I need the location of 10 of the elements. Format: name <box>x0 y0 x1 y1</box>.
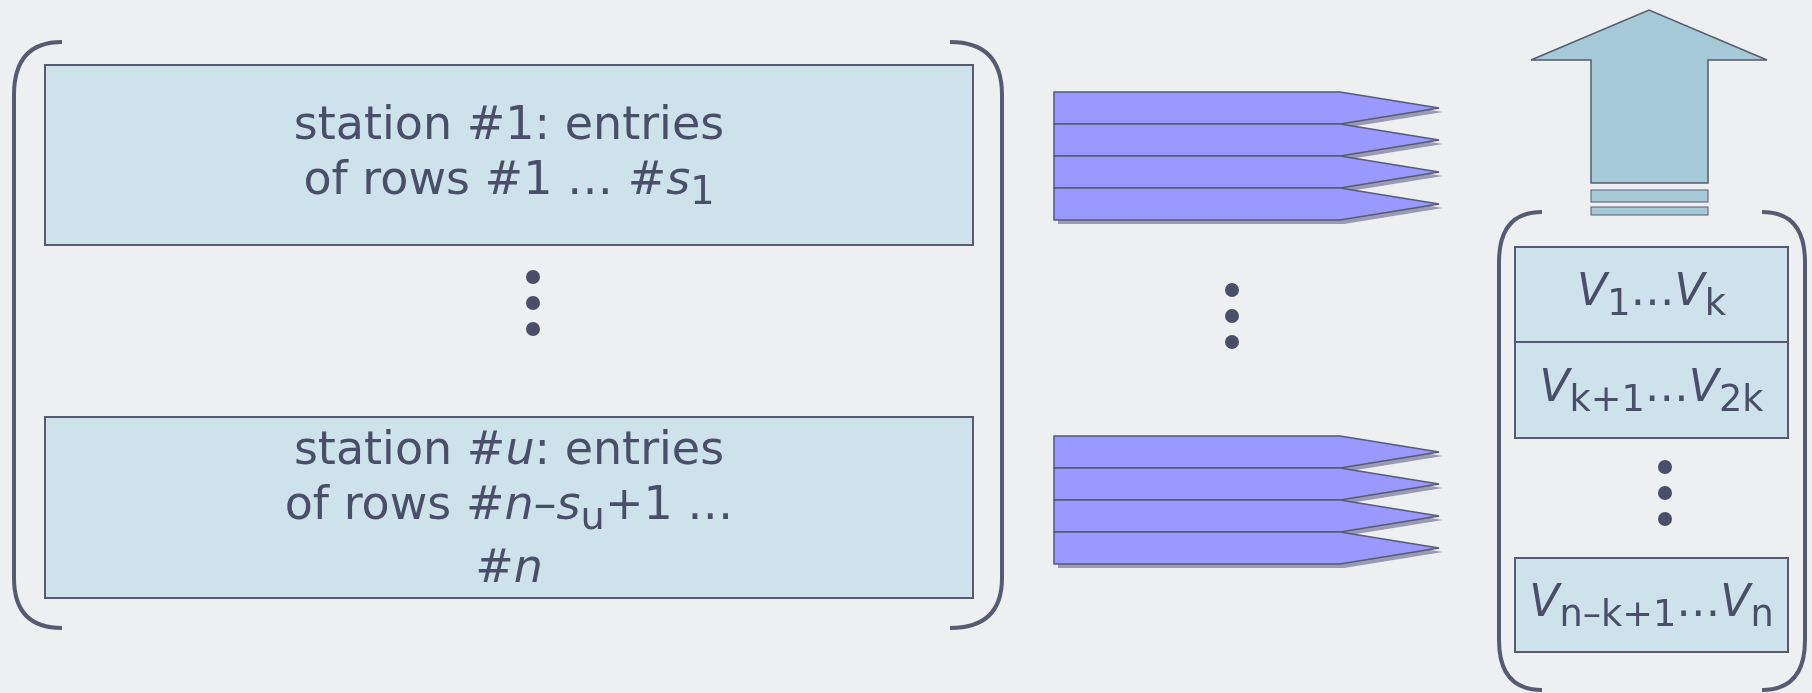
vector-cell <box>1514 246 1789 343</box>
node-text: station #1: entries of rows #1 … #s$_{1}$ <box>292 95 726 215</box>
node-text: V$_{k+1}$…V$_{2k}$ <box>1539 359 1764 421</box>
node-text: station #u: entries of rows #n–s$_{u}$+1 … #n <box>283 420 735 595</box>
vector-cell <box>1514 341 1789 439</box>
node-text: V$_{1}$…V$_{k}$ <box>1577 264 1726 325</box>
node-text: V$_{n–k+1}$…V$_{n}$ <box>1529 574 1774 636</box>
station-box <box>44 64 974 246</box>
vector-cell <box>1514 557 1789 653</box>
station-box <box>44 416 974 599</box>
